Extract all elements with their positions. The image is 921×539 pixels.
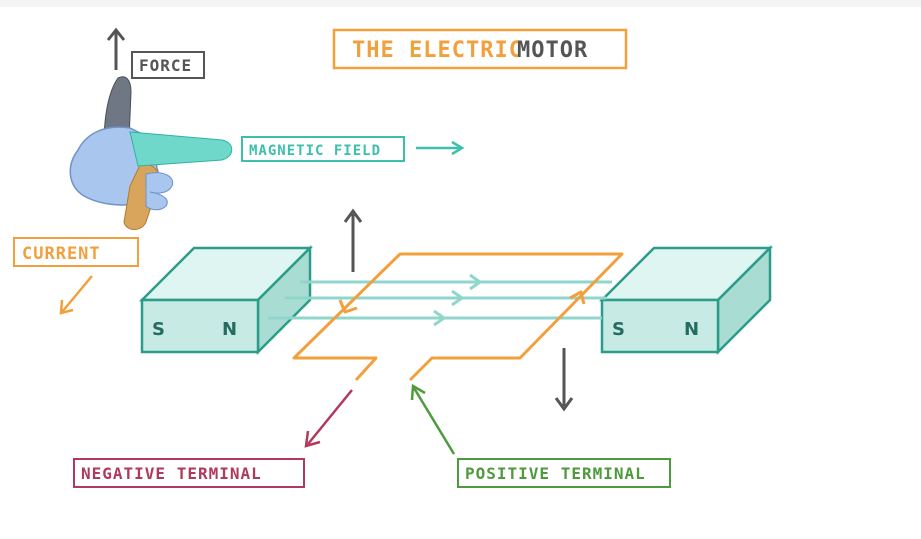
title-part2: MOTOR (517, 38, 588, 63)
magnetic-field-label: MAGNETIC FIELD (249, 143, 381, 159)
arrow-down-left-icon (61, 275, 93, 313)
field-line-3-arrow (433, 309, 447, 327)
left-magnet-pole-n: N (222, 319, 237, 340)
right-magnet-pole-s: S (612, 319, 625, 340)
title-part1: THE ELECTRIC (352, 38, 523, 63)
coil-loop (292, 252, 624, 382)
field-line-1-arrow (469, 273, 483, 291)
current-label: CURRENT (22, 244, 101, 264)
left-hand-rule-icon (69, 76, 233, 230)
negative-terminal-arrow-head (304, 430, 321, 448)
force-label: FORCE (139, 56, 192, 75)
right-magnet-pole-n: N (684, 319, 699, 340)
right-magnet: S N (598, 244, 774, 356)
coil-force-down-head (554, 397, 574, 412)
positive-terminal-arrow-head (410, 383, 426, 401)
right-magnet-front (600, 298, 720, 354)
positive-terminal-label: POSITIVE TERMINAL (465, 464, 646, 483)
field-line-2-arrow (451, 289, 465, 307)
curled-fingers (145, 172, 174, 211)
left-magnet: S N (138, 244, 314, 356)
field-lines (268, 273, 612, 327)
positive-terminal-label-frame (457, 458, 671, 488)
negative-terminal-label: NEGATIVE TERMINAL (81, 464, 262, 483)
title-group: THE ELECTRIC MOTOR (332, 28, 628, 70)
coil (292, 252, 624, 382)
left-magnet-pole-s: S (152, 319, 165, 340)
title-frame (332, 28, 628, 70)
negative-terminal-label-frame (73, 458, 305, 488)
coil-left-arrow (338, 299, 358, 314)
index-finger-field (129, 131, 233, 167)
current-arrow-head (59, 299, 74, 315)
coil-force-up-head (343, 208, 363, 223)
top-strip (0, 0, 921, 7)
positive-terminal-arrow (412, 387, 456, 455)
field-arrow-head (451, 140, 465, 156)
current-label-frame (13, 237, 139, 267)
magnetic-field-label-frame (241, 136, 405, 162)
negative-terminal-arrow (307, 389, 353, 445)
force-label-frame (131, 51, 205, 79)
force-arrow-head (106, 27, 126, 41)
left-magnet-front (140, 298, 260, 354)
coil-right-arrow (569, 290, 586, 305)
